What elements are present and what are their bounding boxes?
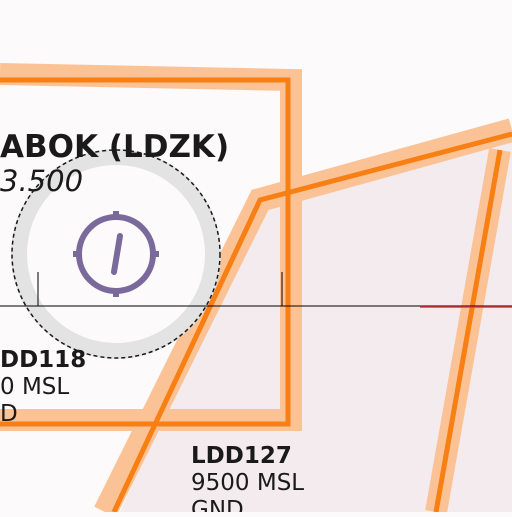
airfield-halo (11, 149, 221, 359)
ldd127-name-label: LDD127 (191, 443, 292, 469)
airfield-circle-icon[interactable] (73, 211, 159, 297)
airport-frequency-label: 3.500 (0, 164, 83, 198)
airspace-ldd118-boundary[interactable] (0, 77, 291, 427)
airspace-east-boundary[interactable] (433, 149, 503, 513)
airfield-circle[interactable] (11, 149, 221, 359)
ldd118-name-label: DD118 (0, 347, 86, 373)
ldd118-ceiling-label: 0 MSL (0, 374, 69, 400)
ldd127-floor-label: GND (191, 497, 244, 512)
ldd118-floor-label: D (0, 401, 18, 427)
airspace-ldd127-boundary[interactable] (111, 131, 512, 514)
airport-name-label: ABOK (LDZK) (0, 129, 229, 165)
ldd127-ceiling-label: 9500 MSL (191, 470, 304, 496)
